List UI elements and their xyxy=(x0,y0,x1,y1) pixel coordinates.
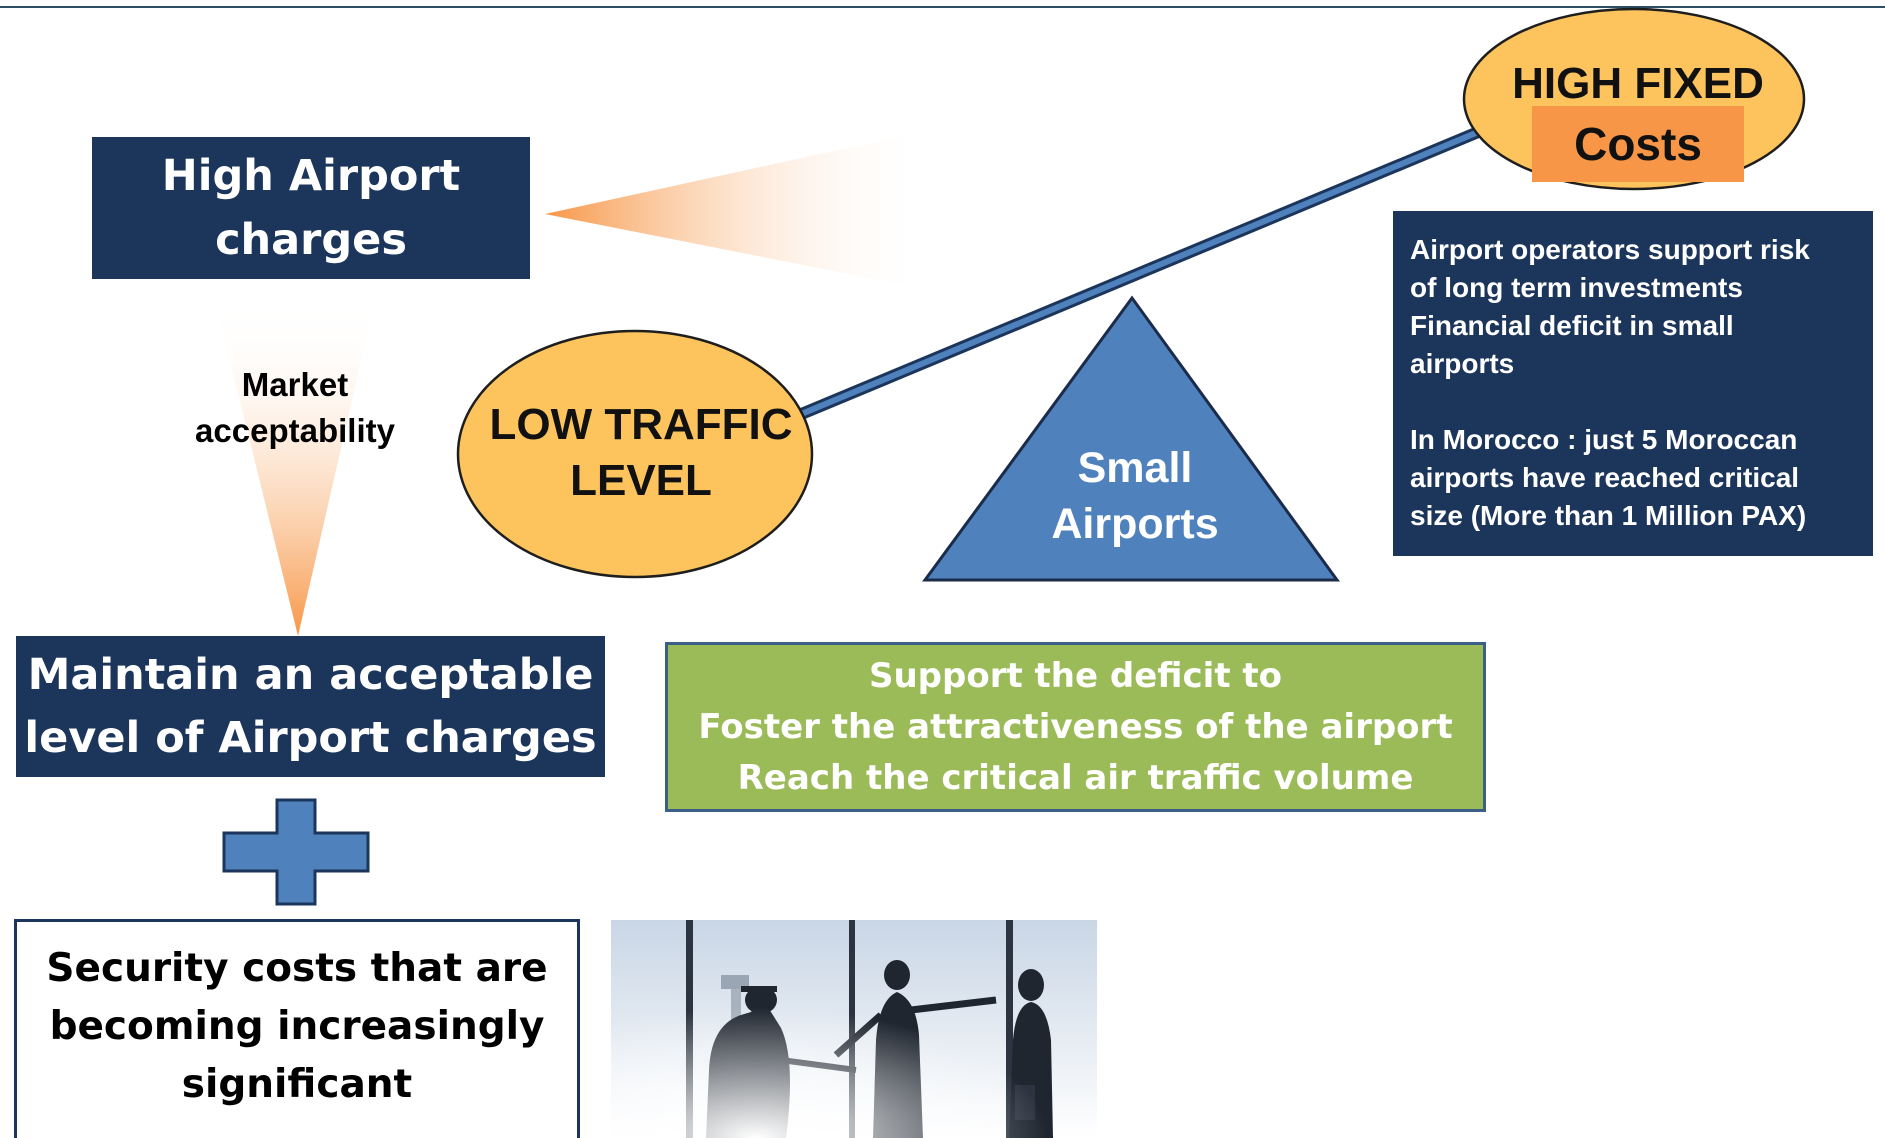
security-line3: significant xyxy=(181,1062,413,1107)
low-traffic-line2: LEVEL xyxy=(570,456,712,505)
support-line1: Support the deficit to xyxy=(868,655,1283,696)
info-p2-line2: airports have reached critical xyxy=(1410,462,1800,493)
security-costs-box: Security costs that are becoming increas… xyxy=(14,919,580,1138)
security-line1: Security costs that are xyxy=(46,946,548,991)
info-p1-line4: airports xyxy=(1410,348,1515,379)
market-acceptability-label: Market acceptability xyxy=(170,362,420,454)
small-line1: Small xyxy=(1077,444,1193,492)
maintain-line1: Maintain an acceptable xyxy=(27,649,594,700)
low-traffic-label: LOW TRAFFIC LEVEL xyxy=(466,397,816,509)
low-traffic-line1: LOW TRAFFIC xyxy=(489,400,793,449)
info-p1-line1: Airport operators support risk xyxy=(1410,234,1810,265)
market-line2: acceptability xyxy=(195,412,395,449)
small-line2: Airports xyxy=(1051,500,1219,548)
security-photo xyxy=(611,920,1097,1138)
small-airports-triangle xyxy=(922,295,1340,582)
top-rule xyxy=(0,6,1885,8)
high-charges-line1: High Airport xyxy=(161,151,461,201)
info-p2-line1: In Morocco : just 5 Moroccan xyxy=(1410,424,1798,455)
small-airports-label: Small Airports xyxy=(1030,440,1240,552)
market-line1: Market xyxy=(241,366,349,403)
horizontal-funnel xyxy=(545,130,930,290)
info-box: Airport operators support risk of long t… xyxy=(1393,211,1873,556)
high-charges-line2: charges xyxy=(215,215,407,265)
vertical-funnel xyxy=(215,300,375,636)
info-p2-line3: size (More than 1 Million PAX) xyxy=(1410,500,1807,531)
high-airport-charges-box: High Airport charges xyxy=(92,137,530,279)
costs-badge: Costs xyxy=(1532,106,1744,182)
high-fixed-label: HIGH FIXED xyxy=(1512,59,1764,108)
info-p1-line2: of long term investments xyxy=(1410,272,1743,303)
support-line3: Reach the critical air traffic volume xyxy=(737,757,1414,798)
maintain-line2: level of Airport charges xyxy=(24,712,597,763)
support-line2: Foster the attractiveness of the airport xyxy=(698,706,1453,747)
low-traffic-ellipse xyxy=(456,329,814,579)
info-p1-line3: Financial deficit in small xyxy=(1410,310,1734,341)
plus-icon xyxy=(222,798,370,906)
support-deficit-box: Support the deficit to Foster the attrac… xyxy=(665,642,1486,812)
security-line2: becoming increasingly xyxy=(49,1004,545,1049)
maintain-charges-box: Maintain an acceptable level of Airport … xyxy=(16,636,605,777)
